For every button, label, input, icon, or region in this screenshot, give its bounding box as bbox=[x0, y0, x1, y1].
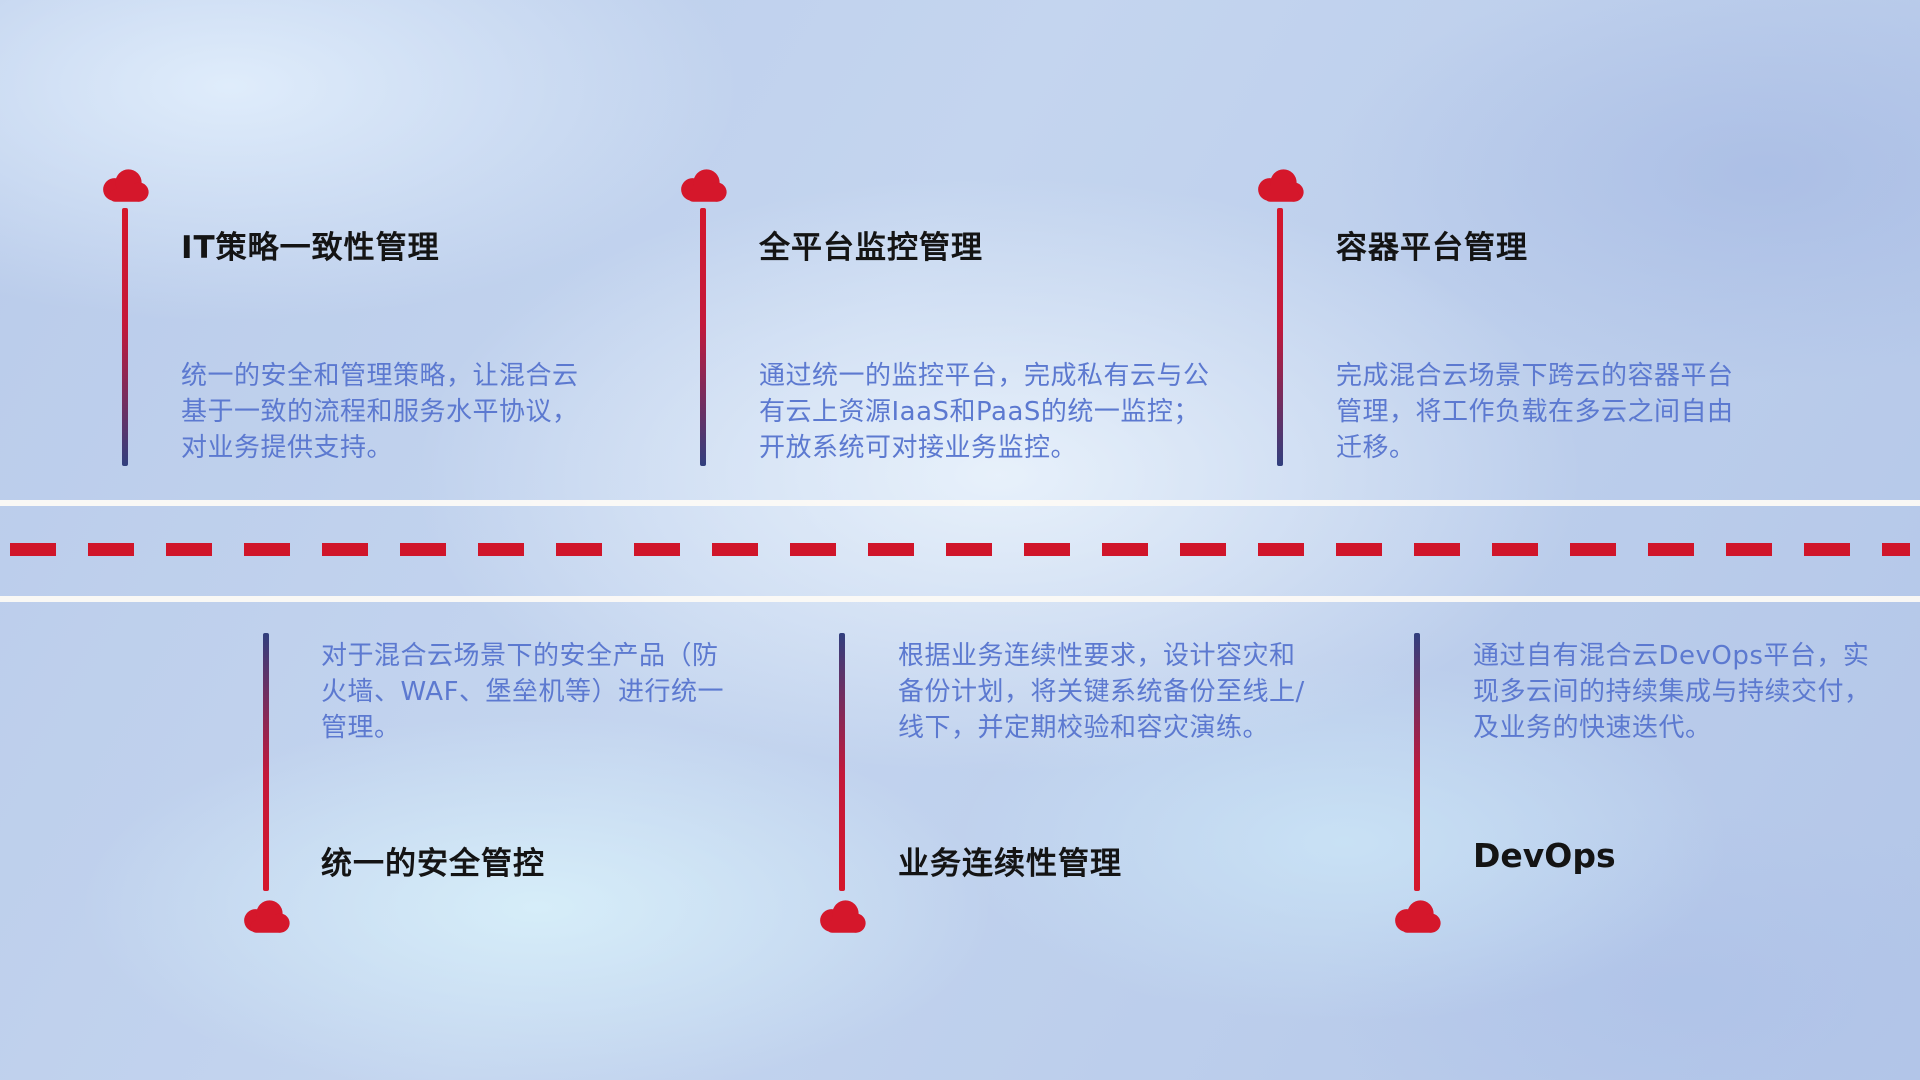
timeline-stick bbox=[700, 208, 706, 466]
item-title: 统一的安全管控 bbox=[321, 846, 545, 882]
cloud-icon bbox=[238, 897, 294, 937]
item-title: 容器平台管理 bbox=[1336, 230, 1528, 266]
road-line-top bbox=[0, 500, 1920, 506]
item-description: 通过自有混合云DevOps平台，实现多云间的持续集成与持续交付，及业务的快速迭代… bbox=[1473, 641, 1871, 743]
item-title: IT策略一致性管理 bbox=[181, 230, 440, 266]
timeline-stick bbox=[839, 633, 845, 891]
cloud-icon bbox=[675, 166, 731, 206]
item-description: 完成混合云场景下跨云的容器平台管理，将工作负载在多云之间自由迁移。 bbox=[1336, 361, 1734, 463]
item-description: 根据业务连续性要求，设计容灾和备份计划，将关键系统备份至线上/线下，并定期校验和… bbox=[898, 641, 1305, 743]
cloud-icon bbox=[814, 897, 870, 937]
cloud-icon bbox=[97, 166, 153, 206]
timeline-stick bbox=[263, 633, 269, 891]
item-title: DevOps bbox=[1473, 836, 1616, 875]
road-dashed-center-line bbox=[10, 543, 1910, 556]
timeline-stick bbox=[1277, 208, 1283, 466]
item-description: 统一的安全和管理策略，让混合云基于一致的流程和服务水平协议，对业务提供支持。 bbox=[181, 361, 579, 463]
item-description: 通过统一的监控平台，完成私有云与公有云上资源IaaS和PaaS的统一监控；开放系… bbox=[759, 361, 1210, 463]
item-title: 全平台监控管理 bbox=[759, 230, 983, 266]
item-description: 对于混合云场景下的安全产品（防火墙、WAF、堡垒机等）进行统一管理。 bbox=[321, 641, 725, 743]
cloud-icon bbox=[1389, 897, 1445, 937]
road-line-bottom bbox=[0, 596, 1920, 602]
timeline-stick bbox=[1414, 633, 1420, 891]
item-title: 业务连续性管理 bbox=[898, 846, 1122, 882]
cloud-icon bbox=[1252, 166, 1308, 206]
timeline-stick bbox=[122, 208, 128, 466]
